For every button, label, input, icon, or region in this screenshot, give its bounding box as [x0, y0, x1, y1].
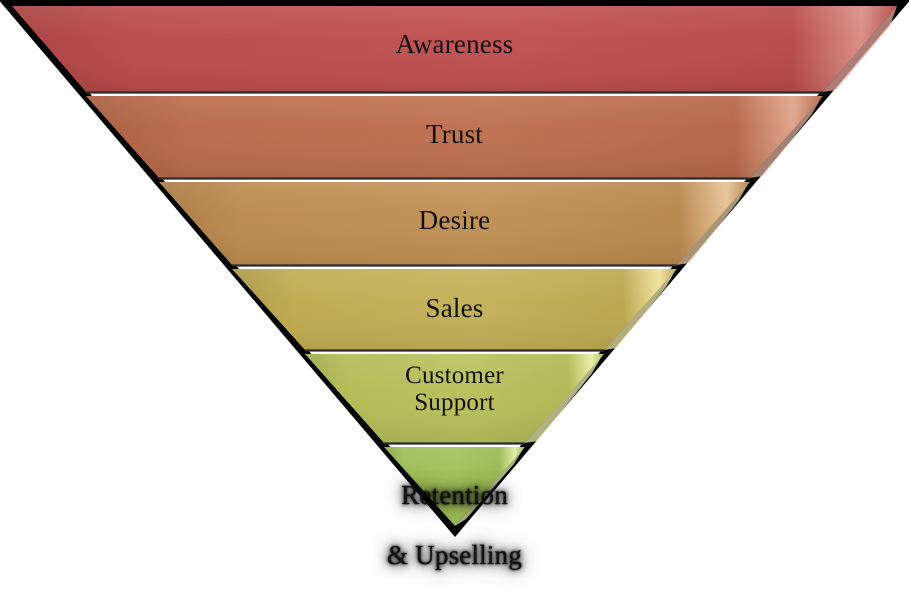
funnel-labels: Awareness Trust Desire Sales Customer Su…	[387, 29, 522, 570]
tier-label-customer-support: Customer Support	[405, 362, 504, 416]
funnel-tier-trust[interactable]	[86, 96, 823, 180]
funnel-tier-retention-upselling[interactable]	[384, 447, 525, 526]
funnel-outline	[0, 0, 909, 537]
funnel-tier-sales[interactable]	[232, 269, 677, 352]
tier-label-desire: Desire	[418, 205, 491, 235]
tier-label-retention-upselling: Retention & Upselling	[0, 452, 909, 600]
tier-label-trust: Trust	[425, 119, 484, 149]
funnel-shape	[0, 0, 909, 537]
funnel-tier-desire[interactable]	[159, 182, 750, 267]
funnel-tier-customer-support[interactable]	[305, 354, 604, 445]
tier-label-retention-line2: & Upselling	[387, 540, 522, 571]
tier-label-awareness: Awareness	[395, 29, 514, 59]
tier-label-retention-line1: Retention	[401, 480, 508, 511]
funnel-tier-awareness[interactable]	[12, 6, 897, 94]
funnel-diagram: Awareness Trust Desire Sales Customer Su…	[0, 0, 909, 570]
tier-label-sales: Sales	[425, 293, 484, 323]
